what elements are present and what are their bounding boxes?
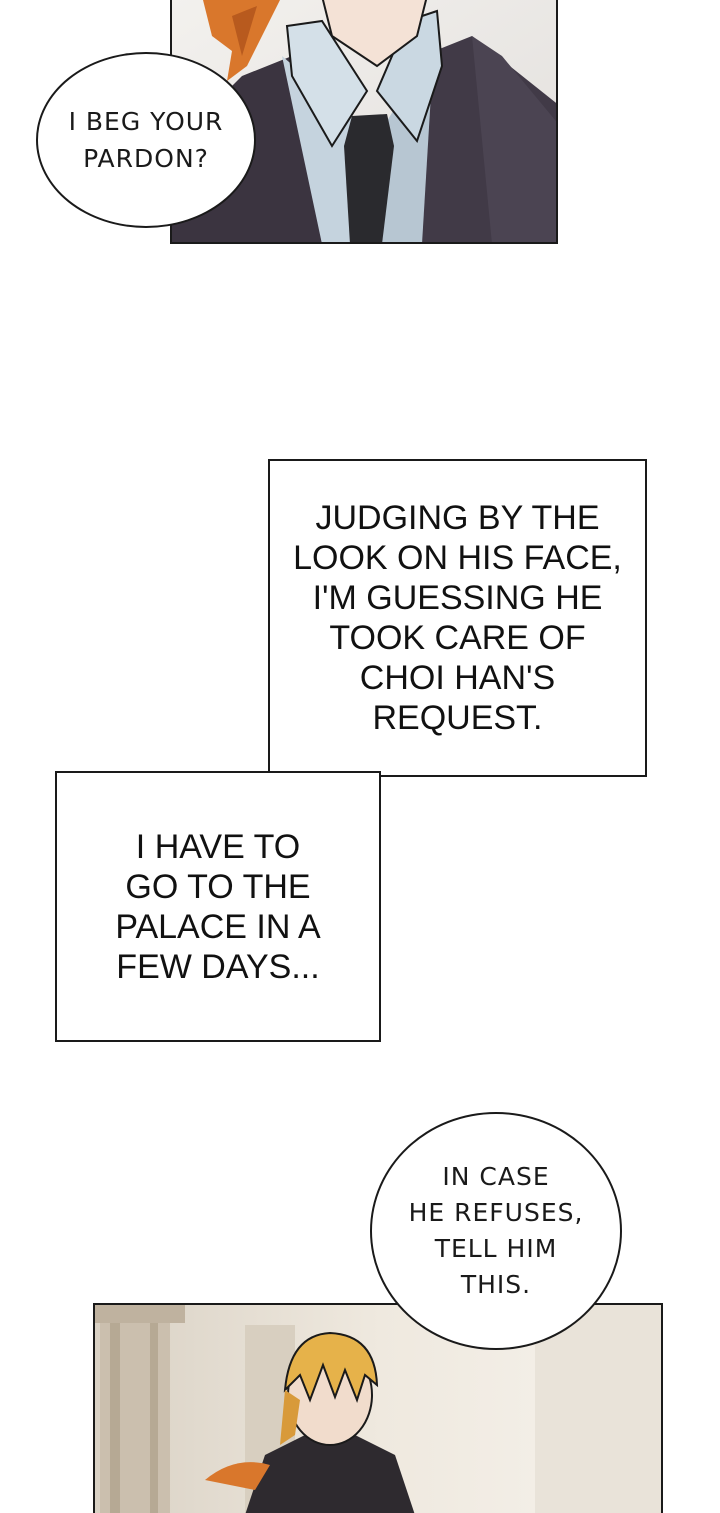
speech-text-bottom: IN CASE HE REFUSES, TELL HIM THIS. xyxy=(408,1162,584,1299)
bottom-comic-panel xyxy=(93,1303,663,1513)
speech-bubble-top: I BEG YOUR PARDON? xyxy=(36,52,256,228)
narration-box-2: I HAVE TO GO TO THE PALACE IN A FEW DAYS… xyxy=(55,771,381,1042)
top-comic-panel xyxy=(170,0,558,244)
narration-text-1: JUDGING BY THE LOOK ON HIS FACE, I'M GUE… xyxy=(293,499,622,737)
narration-box-1: JUDGING BY THE LOOK ON HIS FACE, I'M GUE… xyxy=(268,459,647,777)
character-illustration-top xyxy=(172,0,556,242)
speech-text-top: I BEG YOUR PARDON? xyxy=(68,107,224,173)
speech-bubble-bottom: IN CASE HE REFUSES, TELL HIM THIS. xyxy=(370,1112,622,1350)
narration-text-2: I HAVE TO GO TO THE PALACE IN A FEW DAYS… xyxy=(115,827,321,986)
character-illustration-bottom xyxy=(95,1305,661,1513)
